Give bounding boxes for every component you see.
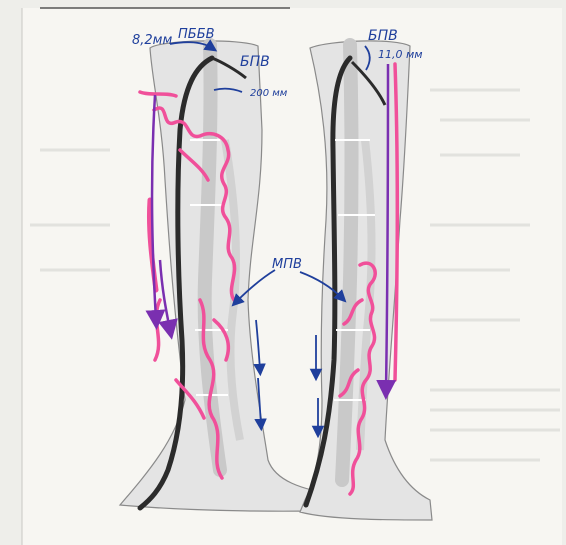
annotation-center-label: МПВ <box>272 257 302 272</box>
annotation-left-dimension: 200 мм <box>250 88 288 99</box>
annotation-left-top-abbr: ПББВ <box>178 27 215 42</box>
annotation-right-label: БПВ <box>368 28 398 44</box>
annotation-right-dimension: 11,0 мм <box>378 48 423 61</box>
annotation-left-label: БПВ <box>240 54 270 70</box>
annotation-left-top: 8,2мм <box>132 33 172 48</box>
